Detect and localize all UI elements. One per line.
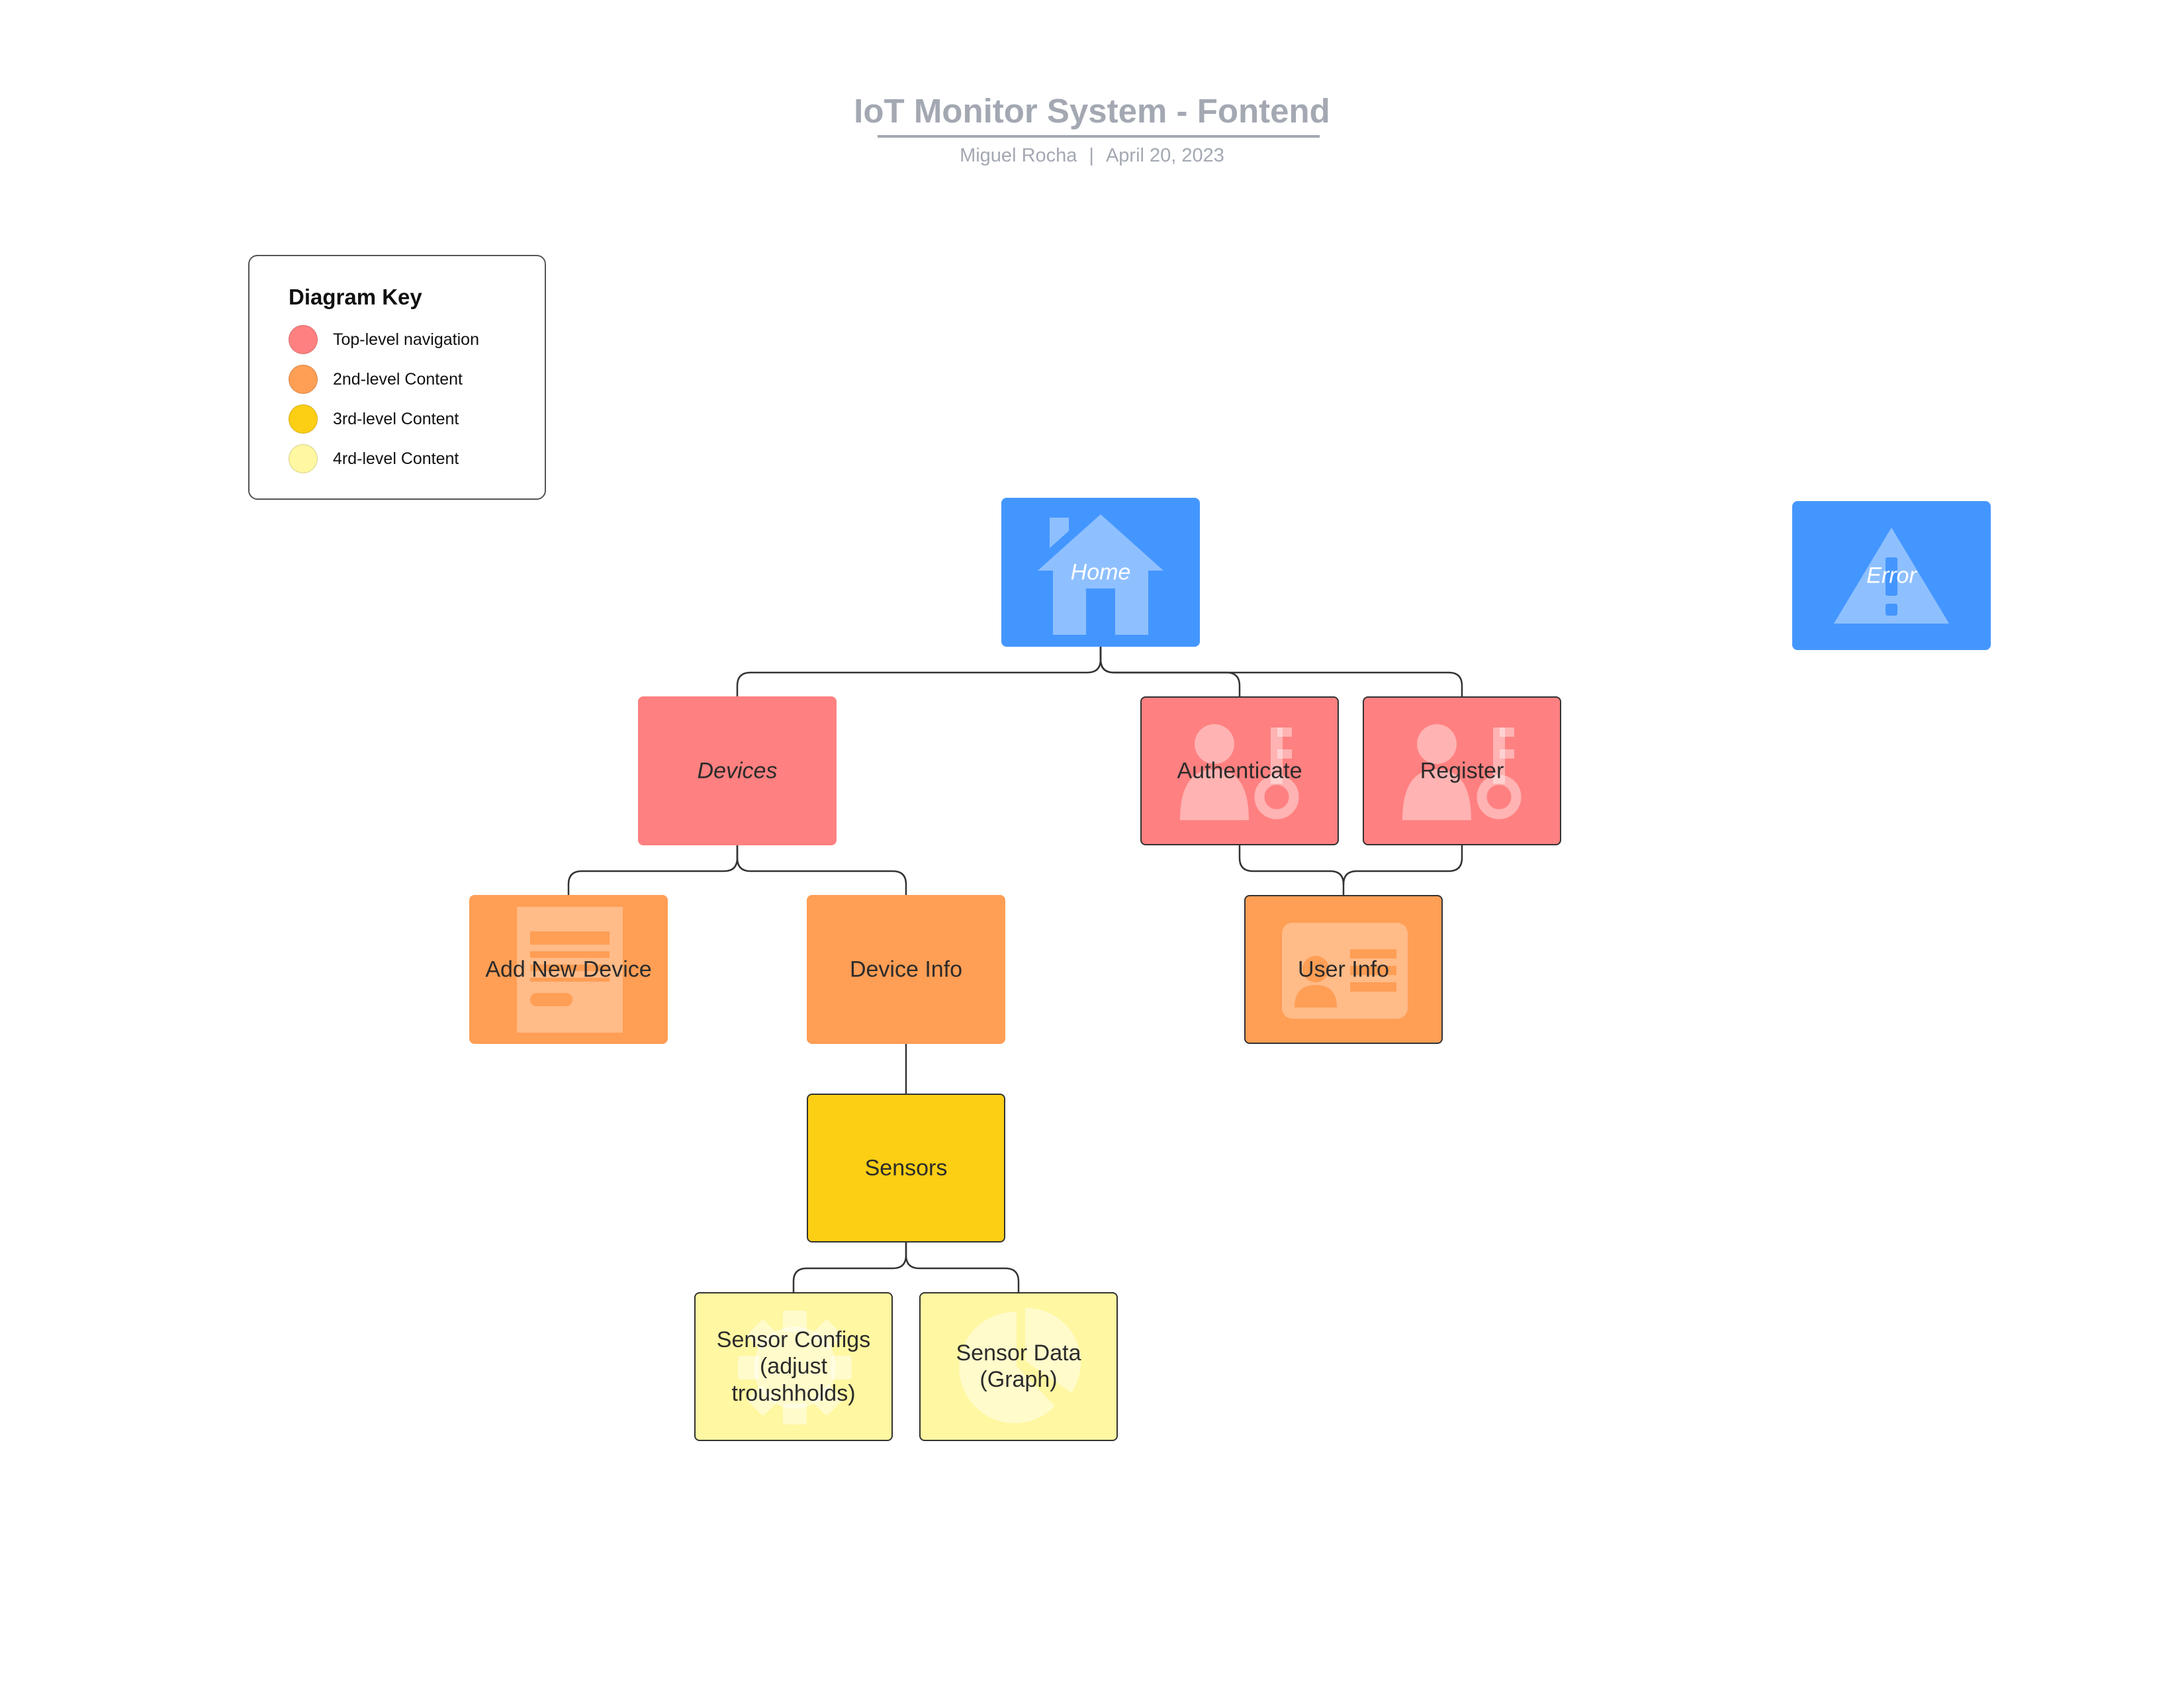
key-swatch bbox=[289, 404, 318, 434]
node-label: Device Info bbox=[849, 957, 963, 982]
node-register[interactable]: Register bbox=[1363, 696, 1561, 845]
diagram-title: IoT Monitor System - Fontend bbox=[854, 92, 1330, 130]
diagram-date: April 20, 2023 bbox=[1105, 145, 1224, 166]
connector-home-devices bbox=[736, 646, 1102, 697]
key-label: Top-level navigation bbox=[333, 330, 479, 349]
node-home[interactable]: Home bbox=[1001, 498, 1200, 647]
node-devices[interactable]: Devices bbox=[638, 696, 837, 845]
node-label: Sensors bbox=[864, 1155, 948, 1181]
key-swatch bbox=[289, 444, 318, 473]
node-label: User Info bbox=[1298, 957, 1389, 982]
node-label: Devices bbox=[697, 758, 778, 784]
pie-chart-icon bbox=[959, 1307, 1081, 1423]
subtitle-separator: | bbox=[1089, 145, 1094, 166]
node-label: Sensor Configs (adjust troushholds) bbox=[716, 1327, 871, 1406]
node-device-info[interactable]: Device Info bbox=[807, 895, 1005, 1044]
connector-home-register bbox=[1099, 646, 1463, 697]
title-underline bbox=[878, 135, 1320, 138]
user-key-icon bbox=[1180, 724, 1299, 820]
connector-authenticate-userinfo bbox=[1238, 845, 1345, 896]
user-key-icon bbox=[1402, 724, 1522, 820]
key-label: 2nd-level Content bbox=[333, 370, 463, 389]
key-item-fourth-level: 4rd-level Content bbox=[289, 444, 540, 475]
node-sensors[interactable]: Sensors bbox=[807, 1094, 1005, 1243]
key-item-third-level: 3rd-level Content bbox=[289, 404, 540, 435]
connector-home-authenticate bbox=[1099, 646, 1241, 697]
node-label: Home bbox=[1070, 559, 1131, 585]
key-label: 3rd-level Content bbox=[333, 410, 459, 428]
form-icon bbox=[517, 907, 623, 1033]
node-label: Error bbox=[1866, 563, 1917, 588]
node-label: Sensor Data (Graph) bbox=[956, 1340, 1081, 1393]
diagram-subtitle: Miguel Rocha | April 20, 2023 bbox=[0, 145, 2184, 167]
node-label: Register bbox=[1420, 758, 1504, 784]
node-user-info[interactable]: User Info bbox=[1244, 895, 1443, 1044]
key-item-top-level: Top-level navigation bbox=[289, 325, 540, 355]
id-card-icon bbox=[1282, 923, 1408, 1019]
gear-icon bbox=[738, 1311, 852, 1425]
key-swatch bbox=[289, 325, 318, 354]
node-error[interactable]: Error bbox=[1792, 501, 1991, 650]
connector-devices-add bbox=[567, 845, 739, 896]
node-add-new-device[interactable]: Add New Device bbox=[469, 895, 668, 1044]
home-icon bbox=[1038, 514, 1163, 635]
connector-register-userinfo bbox=[1342, 845, 1463, 885]
diagram-key[interactable]: Diagram Key Top-level navigation 2nd-lev… bbox=[248, 255, 546, 500]
author-name: Miguel Rocha bbox=[960, 145, 1077, 166]
node-label: Add New Device bbox=[485, 957, 652, 982]
node-authenticate[interactable]: Authenticate bbox=[1140, 696, 1339, 845]
warning-icon bbox=[1834, 528, 1949, 624]
diagram-key-title: Diagram Key bbox=[289, 285, 422, 309]
key-item-second-level: 2nd-level Content bbox=[289, 365, 540, 395]
node-sensor-data[interactable]: Sensor Data (Graph) bbox=[919, 1292, 1118, 1441]
connector-devices-info bbox=[736, 845, 907, 896]
connector-sensors-configs bbox=[792, 1242, 907, 1293]
node-label: Authenticate bbox=[1177, 758, 1302, 784]
connector-sensors-data bbox=[905, 1242, 1020, 1293]
key-label: 4rd-level Content bbox=[333, 449, 459, 468]
node-sensor-configs[interactable]: Sensor Configs (adjust troushholds) bbox=[694, 1292, 893, 1441]
key-swatch bbox=[289, 365, 318, 394]
